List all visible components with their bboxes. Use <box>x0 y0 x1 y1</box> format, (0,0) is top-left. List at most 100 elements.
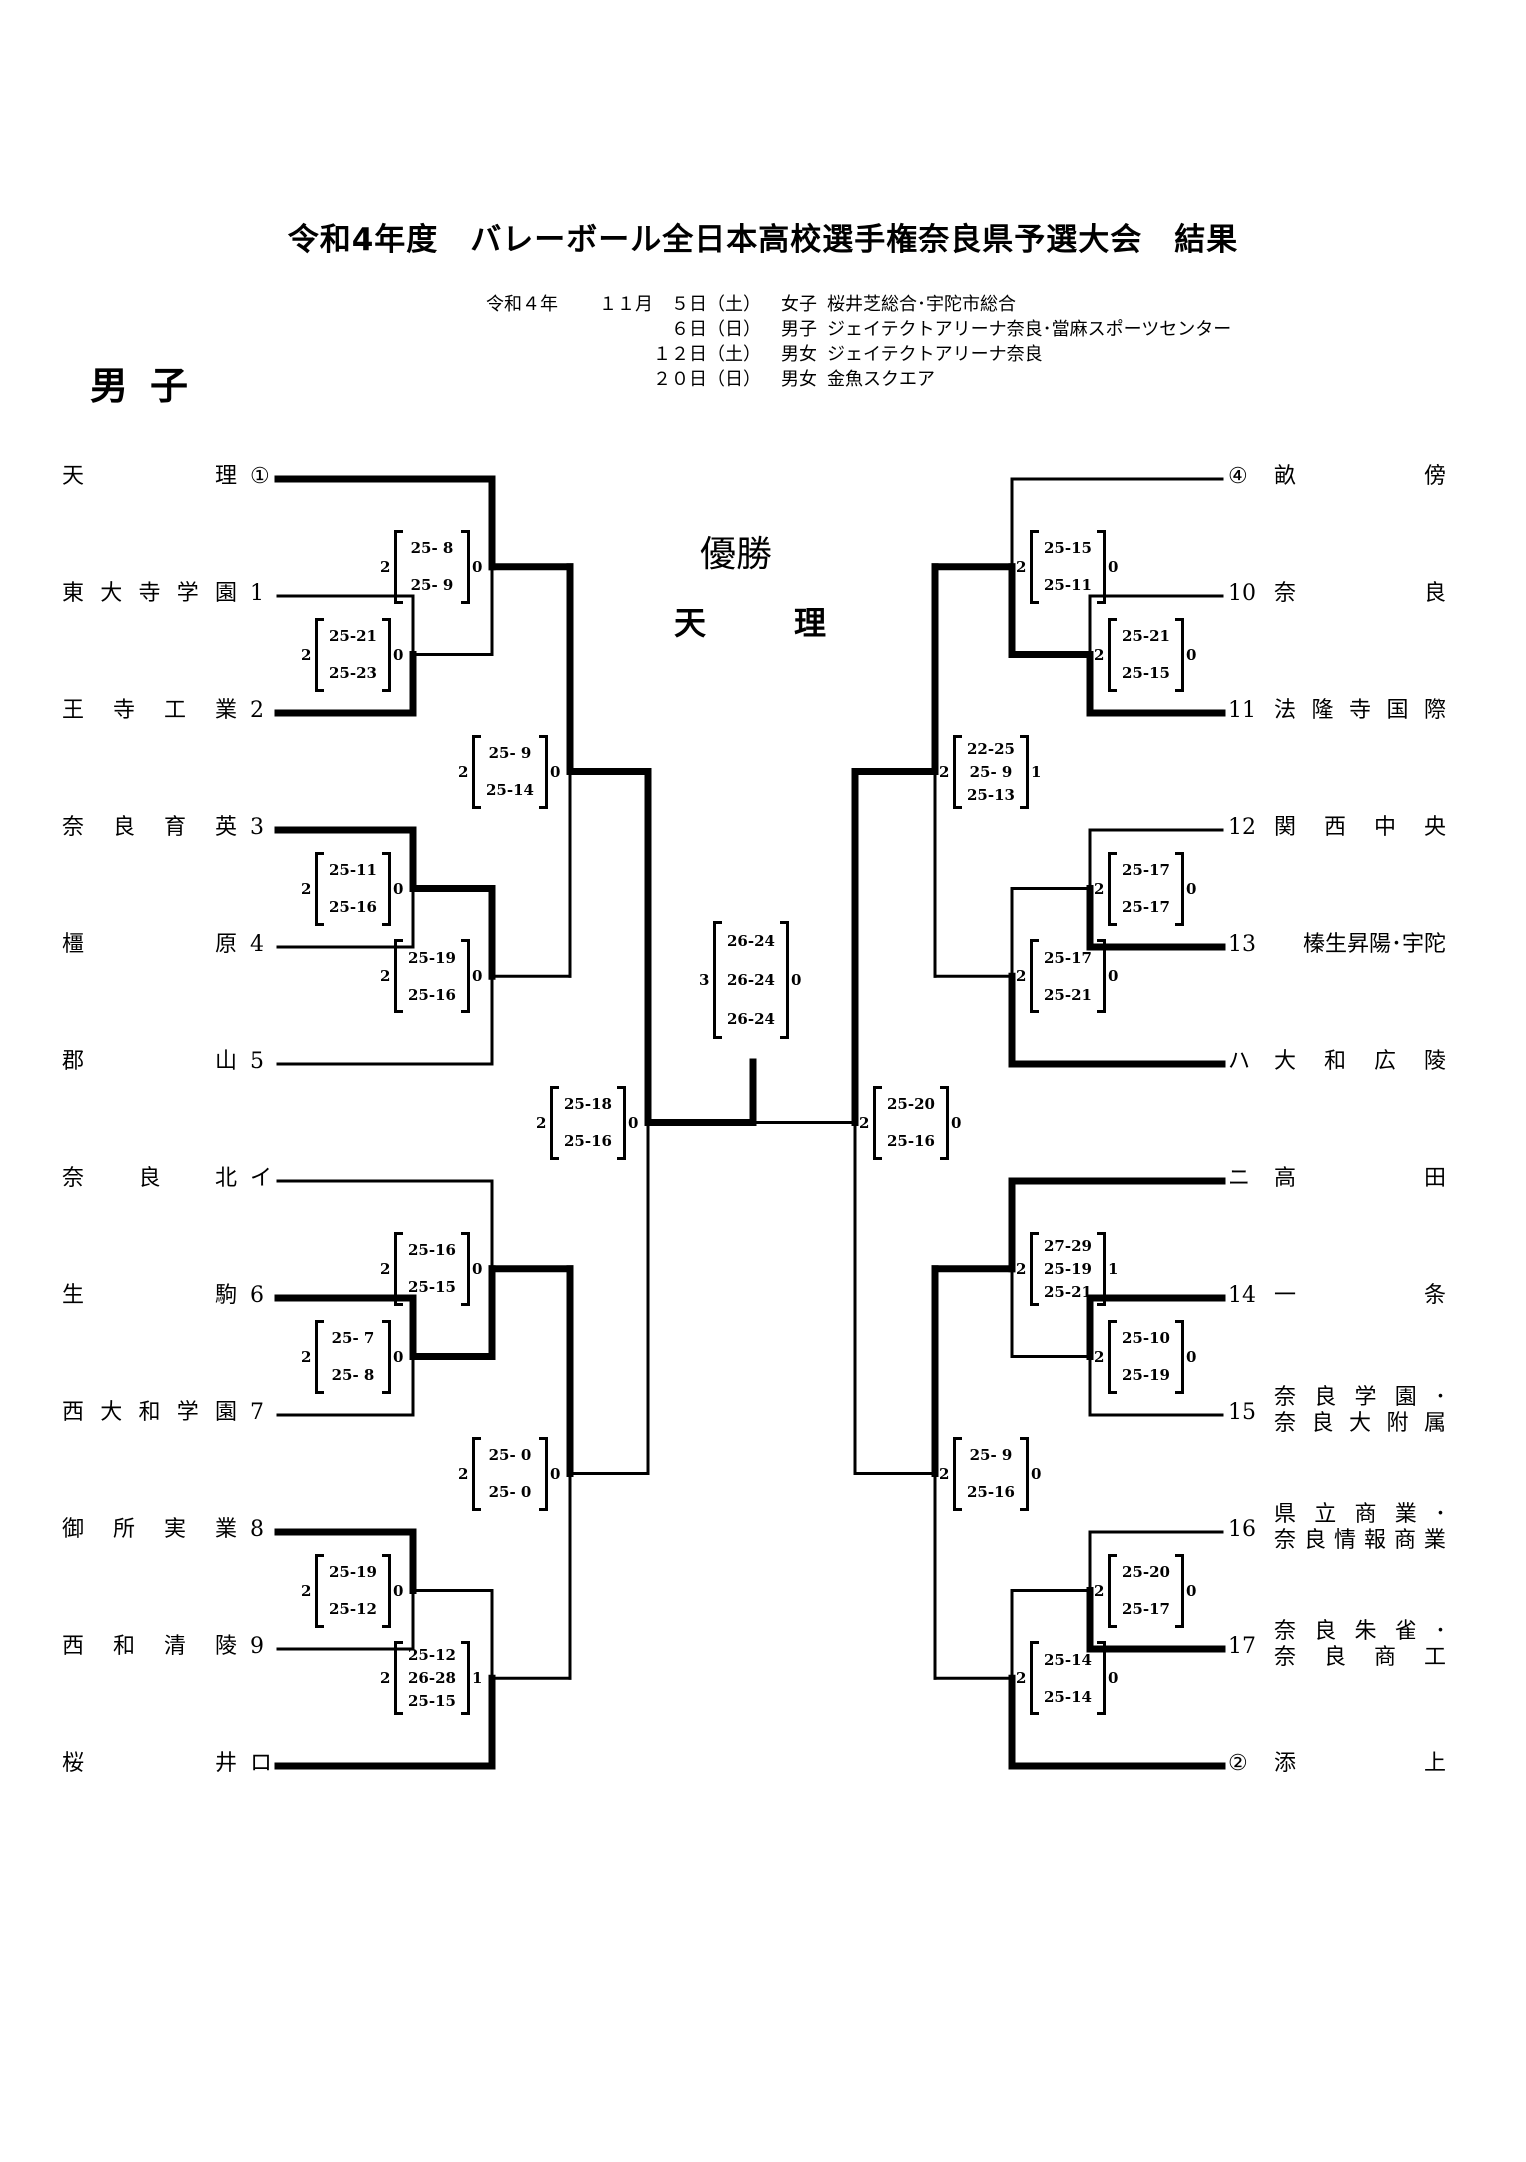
team-seed: ② <box>1228 1751 1248 1776</box>
set-score: 25- 0 <box>488 1446 532 1464</box>
sets-won: 2 <box>301 1581 312 1600</box>
sets-lost: 1 <box>1108 1259 1119 1278</box>
sets-won: 2 <box>380 967 391 986</box>
team-entry: 郡山 5 <box>62 1048 282 1076</box>
set-score: 25-19 <box>1122 1366 1170 1384</box>
sets-lost: 0 <box>393 1581 404 1600</box>
sets-won: 2 <box>380 557 391 576</box>
sets-lost: 0 <box>550 762 561 781</box>
set-score: 25- 8 <box>410 539 454 558</box>
team-name: 添上 <box>1274 1751 1446 1776</box>
page-title: 令和4年度 バレーボール全日本高校選手権奈良県予選大会 結果 <box>287 222 1239 258</box>
team-name: 奈良育英 <box>62 815 237 840</box>
set-score: 25-18 <box>564 1095 612 1113</box>
team-name: 大和広陵 <box>1274 1049 1446 1074</box>
set-score: 25-14 <box>486 781 534 799</box>
sets-lost: 1 <box>472 1669 483 1688</box>
sets-won: 2 <box>1094 879 1105 898</box>
sets-lost: 0 <box>393 645 404 664</box>
team-seed: 4 <box>250 932 264 957</box>
team-name: 郡山 <box>62 1049 237 1074</box>
set-score: 25- 9 <box>410 576 454 595</box>
sets-won: 2 <box>1016 1669 1027 1688</box>
set-score: 25-16 <box>408 985 456 1004</box>
team-seed: 13 <box>1228 932 1256 957</box>
sets-lost: 0 <box>1108 1669 1119 1688</box>
team-seed: 16 <box>1228 1517 1256 1542</box>
schedule-row: ２０日（日）男女金魚スクエア <box>486 367 1231 392</box>
schedule-year: 令和４年 <box>486 294 558 315</box>
team-entry: 奈良北イ <box>62 1165 282 1193</box>
team-name: 西和清陵 <box>62 1634 237 1659</box>
sets-won: 2 <box>301 879 312 898</box>
team-seed: 5 <box>250 1049 264 1074</box>
sets-lost: 0 <box>1186 645 1197 664</box>
sets-won: 2 <box>536 1113 547 1132</box>
sets-won: 2 <box>1094 1581 1105 1600</box>
set-score: 25-17 <box>1122 1600 1170 1618</box>
set-score: 25-15 <box>1122 664 1170 682</box>
team-name: 天理 <box>62 464 237 489</box>
team-seed: 2 <box>250 698 264 723</box>
set-score: 25- 8 <box>331 1366 375 1384</box>
schedule-venue: ジェイテクトアリーナ奈良 <box>827 344 1043 365</box>
sets-lost: 0 <box>550 1464 561 1483</box>
set-score: 25-16 <box>887 1132 935 1150</box>
set-score: 25-23 <box>329 664 377 682</box>
team-name: 西大和学園 <box>62 1400 237 1425</box>
sets-won: 2 <box>1016 1259 1027 1278</box>
sets-won: 2 <box>301 1347 312 1366</box>
set-score: 25-16 <box>564 1132 612 1150</box>
sets-won: 2 <box>458 1464 469 1483</box>
team-name: 奈良 <box>1274 581 1446 606</box>
team-seed: 15 <box>1228 1400 1256 1425</box>
set-score: 25-12 <box>408 1646 456 1665</box>
set-score: 25-17 <box>1122 898 1170 916</box>
set-score: 25-19 <box>1044 1259 1092 1278</box>
sets-lost: 0 <box>1186 1581 1197 1600</box>
set-score: 26-24 <box>727 1010 775 1029</box>
team-name: 畝傍 <box>1274 464 1446 489</box>
sets-lost: 0 <box>393 879 404 898</box>
set-score: 25-20 <box>887 1095 935 1113</box>
schedule-category: 男子 <box>781 319 817 340</box>
sets-won: 2 <box>939 762 950 781</box>
sets-won: 2 <box>301 645 312 664</box>
team-seed: 6 <box>250 1283 264 1308</box>
match-score: 2 25-18 25-16 0 <box>536 1085 642 1160</box>
team-entry: 桜井ロ <box>62 1750 282 1778</box>
set-score: 26-28 <box>408 1669 456 1688</box>
sets-won: 2 <box>380 1259 391 1278</box>
team-name: 関西中央 <box>1274 815 1446 840</box>
team-seed: 8 <box>250 1517 264 1542</box>
schedule-venue: ジェイテクトアリーナ奈良･當麻スポーツセンター <box>827 319 1232 340</box>
team-name: 法隆寺国際 <box>1274 698 1446 723</box>
sets-lost: 0 <box>628 1113 639 1132</box>
set-score: 25- 7 <box>331 1329 375 1347</box>
team-seed: 1 <box>250 581 264 606</box>
set-score: 25-17 <box>1122 861 1170 879</box>
